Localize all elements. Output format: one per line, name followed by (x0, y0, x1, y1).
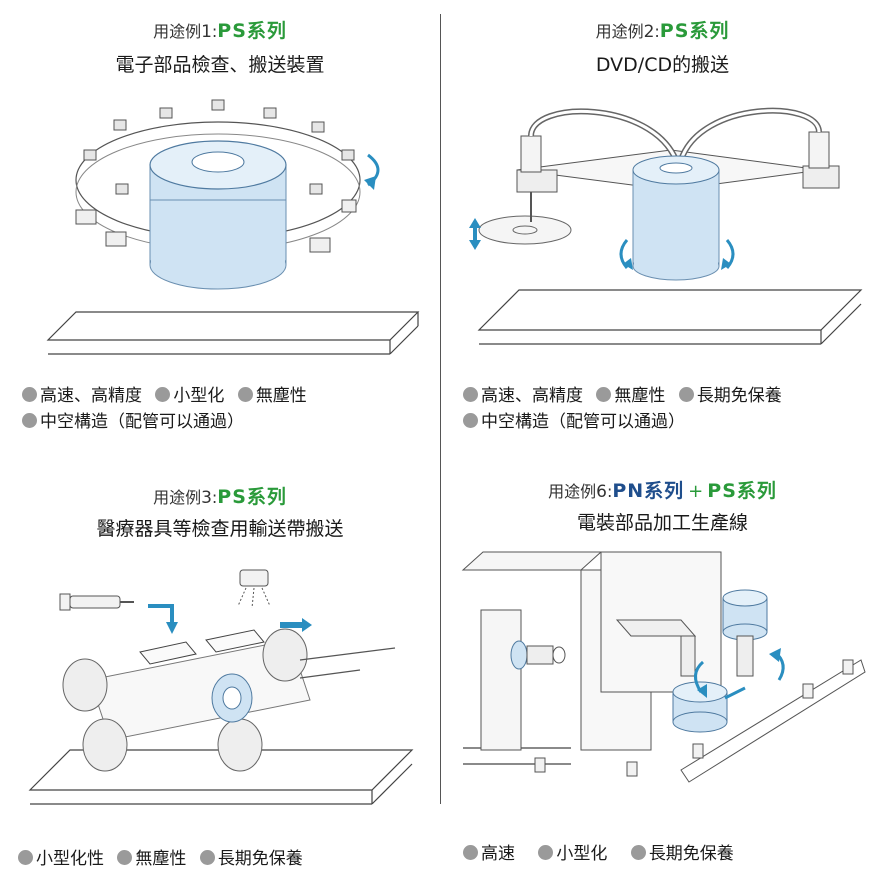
bullet-dot (22, 387, 37, 402)
feature-item: 高速、高精度 (22, 381, 142, 406)
panel-1-features-row2: 中空構造（配管可以通過） (22, 407, 252, 432)
panel-example-6: 用途例6:PN系列+PS系列 電裝部品加工生產線 (441, 440, 884, 871)
bullet-dot (596, 387, 612, 402)
panel-1-heading: 用途例1:PS系列 (0, 16, 440, 43)
feature-item: 小型化 (538, 839, 607, 864)
series-label-pn: PN系列 (612, 480, 685, 502)
feature-item: 無塵性 (596, 381, 665, 406)
bullet-dot (630, 845, 646, 860)
example-prefix: 用途例 (153, 488, 202, 507)
series-label: PS系列 (217, 20, 287, 42)
feature-item: 長期免保養 (199, 844, 303, 869)
illustration-rotary-table (46, 99, 420, 355)
plus-sign: + (688, 481, 704, 502)
example-number: 3 (201, 488, 212, 508)
example-number: 2 (643, 22, 655, 42)
feature-item: 長期免保養 (678, 381, 782, 406)
bullet-dot (22, 413, 37, 428)
panel-4-title: 電裝部品加工生產線 (576, 512, 748, 534)
feature-item: 無塵性 (117, 844, 186, 869)
feature-item: 小型化 (155, 381, 224, 406)
panel-1-features: 高速、高精度 小型化 無塵性 (22, 381, 315, 406)
separator: : (606, 482, 613, 501)
panel-2-features: 高速、高精度 無塵性 長期免保養 (463, 381, 790, 406)
panel-4-features: 高速 小型化 長期免保養 (463, 839, 742, 864)
feature-item: 中空構造（配管可以通過） (22, 407, 244, 432)
feature-item: 高速 (463, 839, 515, 864)
panel-2-features-row2: 中空構造（配管可以通過） (463, 407, 693, 432)
bullet-dot (678, 387, 694, 402)
bullet-dot (538, 845, 554, 860)
feature-item: 長期免保養 (630, 839, 734, 864)
bullet-dot (18, 850, 33, 865)
illustration-conveyor (28, 569, 414, 805)
feature-item: 無塵性 (237, 381, 307, 406)
panel-1-title: 電子部品檢查、搬送裝置 (115, 54, 325, 76)
panel-4-heading: 用途例6:PN系列+PS系列 (441, 476, 884, 503)
panel-3-heading: 用途例3:PS系列 (0, 482, 440, 509)
example-prefix: 用途例 (548, 482, 597, 501)
illustration-production-line (461, 551, 866, 783)
bullet-dot (117, 850, 133, 865)
panel-example-2: 用途例2:PS系列 DVD/CD的搬送 (441, 0, 884, 440)
panel-example-3: 用途例3:PS系列 醫療器具等檢查用輸送帶搬送 (0, 440, 440, 871)
example-number: 6 (596, 482, 607, 502)
panel-divider (440, 14, 441, 804)
bullet-dot (199, 850, 215, 865)
separator: : (654, 22, 660, 41)
separator: : (211, 488, 218, 507)
example-number: 1 (201, 22, 212, 42)
feature-item: 中空構造（配管可以通過） (463, 407, 685, 432)
panel-example-1: 用途例1:PS系列 電子部品檢查、搬送裝置 (0, 0, 440, 440)
feature-item: 高速、高精度 (463, 381, 583, 406)
series-label: PS系列 (217, 486, 287, 508)
example-prefix: 用途例 (153, 22, 202, 41)
feature-item: 小型化性 (18, 844, 104, 869)
bullet-dot (237, 387, 253, 402)
series-label: PS系列 (707, 480, 777, 502)
example-prefix: 用途例 (595, 22, 644, 41)
bullet-dot (463, 387, 478, 402)
panel-3-features: 小型化性 無塵性 長期免保養 (18, 844, 311, 869)
panel-2-heading: 用途例2:PS系列 (441, 16, 884, 43)
illustration-disc-transfer (469, 107, 863, 345)
separator: : (211, 22, 218, 41)
series-label: PS系列 (659, 20, 730, 42)
panel-2-title: DVD/CD的搬送 (595, 54, 730, 76)
bullet-dot (463, 413, 478, 428)
bullet-dot (463, 845, 478, 860)
bullet-dot (155, 387, 171, 402)
panel-3-title: 醫療器具等檢查用輸送帶搬送 (96, 518, 344, 540)
